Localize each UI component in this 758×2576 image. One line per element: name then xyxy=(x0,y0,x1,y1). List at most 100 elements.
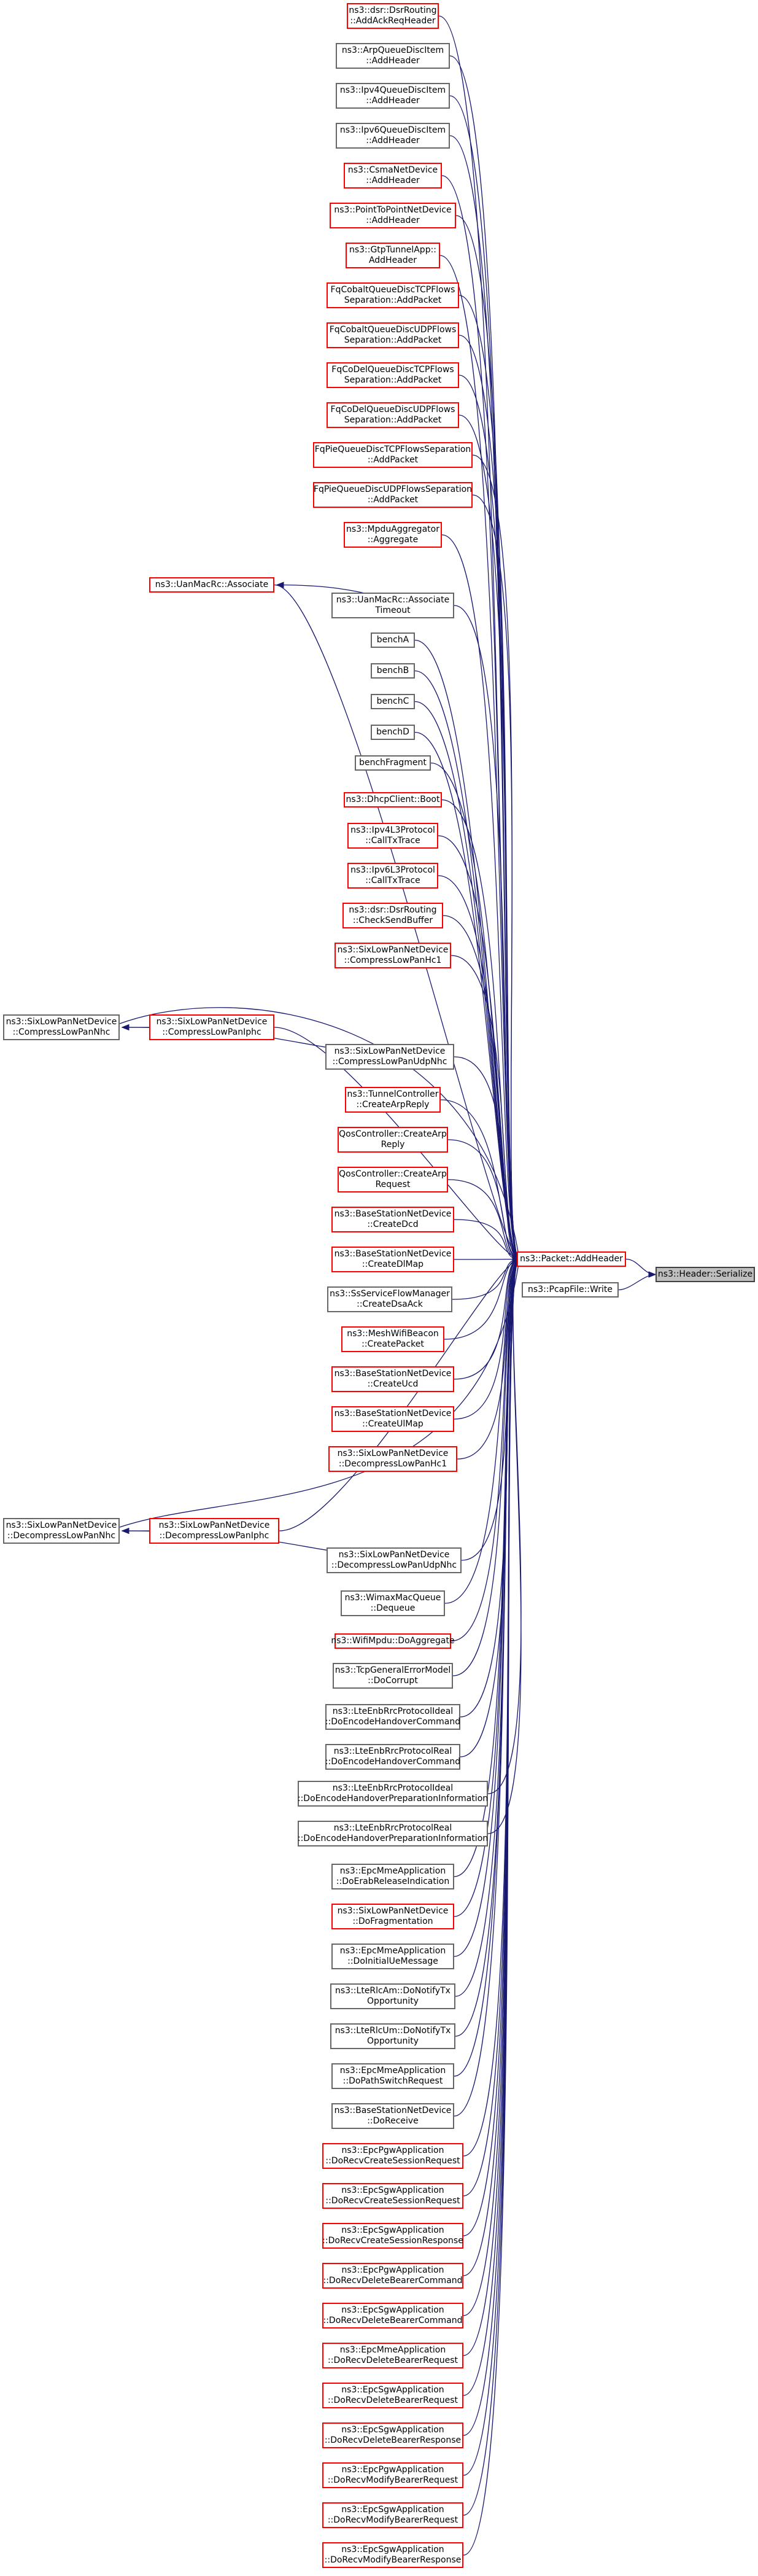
call-edge xyxy=(119,1007,522,1260)
node-label: ns3::TunnelController xyxy=(347,1089,439,1099)
graph-node[interactable]: ns3::Ipv4QueueDiscItem::AddHeader xyxy=(336,83,450,109)
graph-node[interactable]: ns3::UanMacRc::Associate xyxy=(149,577,274,593)
graph-node[interactable]: FqPieQueueDiscUDPFlowsSeparation::AddPac… xyxy=(313,482,473,508)
graph-node[interactable]: ns3::EpcSgwApplication::DoRecvDeleteBear… xyxy=(322,2422,463,2448)
node-label: ns3::Ipv6QueueDiscItem xyxy=(339,125,446,135)
graph-node[interactable]: ns3::EpcPgwApplication::DoRecvCreateSess… xyxy=(322,2143,463,2169)
graph-node[interactable]: ns3::EpcMmeApplication::DoErabReleaseInd… xyxy=(331,1864,454,1889)
node-label: ns3::EpcPgwApplication xyxy=(341,2465,444,2475)
node-label: benchC xyxy=(376,696,409,706)
node-label: ::Aggregate xyxy=(367,535,419,545)
graph-node[interactable]: ns3::EpcMmeApplication::DoRecvDeleteBear… xyxy=(322,2343,463,2368)
node-label: ::DoFragmentation xyxy=(352,1916,433,1926)
graph-node[interactable]: benchA xyxy=(371,632,415,648)
graph-node[interactable]: benchC xyxy=(371,694,415,709)
graph-node[interactable]: ns3::BaseStationNetDevice::CreateDlMap xyxy=(331,1247,454,1272)
graph-node[interactable]: ns3::BaseStationNetDevice::CreateDcd xyxy=(331,1207,454,1232)
graph-node[interactable]: benchFragment xyxy=(355,755,431,771)
graph-node[interactable]: ns3::SixLowPanNetDevice::DecompressLowPa… xyxy=(327,1547,462,1573)
graph-node[interactable]: ns3::Ipv6L3Protocol::CallTxTrace xyxy=(347,863,438,889)
node-label: Separation::AddPacket xyxy=(344,295,442,305)
node-label: FqCobaltQueueDiscUDPFlows xyxy=(329,325,457,335)
graph-node[interactable]: ns3::EpcMmeApplication::DoInitialUeMessa… xyxy=(331,1944,454,1969)
graph-node[interactable]: ns3::dsr::DsrRouting::CheckSendBuffer xyxy=(342,903,443,928)
node-label: ns3::LteRlcAm::DoNotifyTx xyxy=(335,1986,451,1996)
graph-node[interactable]: ns3::EpcSgwApplication::DoRecvModifyBear… xyxy=(322,2542,463,2568)
graph-node[interactable]: ns3::dsr::DsrRouting::AddAckReqHeader xyxy=(347,3,439,29)
graph-node[interactable]: ns3::BaseStationNetDevice::DoReceive xyxy=(331,2103,454,2129)
graph-node[interactable]: ns3::PointToPointNetDevice::AddHeader xyxy=(330,203,456,228)
graph-node[interactable]: FqPieQueueDiscTCPFlowsSeparation::AddPac… xyxy=(313,442,473,468)
graph-node[interactable]: ns3::SixLowPanNetDevice::DecompressLowPa… xyxy=(3,1518,120,1544)
node-label: ns3::BaseStationNetDevice xyxy=(334,1409,452,1418)
graph-node[interactable]: ns3::MeshWifiBeacon::CreatePacket xyxy=(341,1326,444,1352)
graph-node[interactable]: ns3::SixLowPanNetDevice::CompressLowPanU… xyxy=(325,1044,454,1070)
graph-node[interactable]: ns3::EpcSgwApplication::DoRecvCreateSess… xyxy=(322,2223,463,2249)
graph-node[interactable]: ns3::LteEnbRrcProtocolIdeal::DoEncodeHan… xyxy=(298,1781,488,1807)
graph-node[interactable]: ns3::TunnelController::CreateArpReply xyxy=(345,1087,441,1113)
graph-node[interactable]: benchD xyxy=(371,725,415,740)
node-label: ::DecompressLowPanIphc xyxy=(159,1531,269,1541)
node-label: ::DoEncodeHandoverCommand xyxy=(325,1757,461,1767)
node-label: ns3::BaseStationNetDevice xyxy=(334,1249,452,1259)
graph-node[interactable]: ns3::LteEnbRrcProtocolIdeal::DoEncodeHan… xyxy=(325,1704,460,1730)
node-label: ns3::LteEnbRrcProtocolReal xyxy=(333,1823,452,1833)
node-label: ::DoReceive xyxy=(367,2116,419,2126)
node-label: Separation::AddPacket xyxy=(344,335,442,345)
graph-node[interactable]: ns3::Ipv4L3Protocol::CallTxTrace xyxy=(347,823,438,849)
graph-node[interactable]: ns3::PcapFile::Write xyxy=(522,1282,619,1298)
graph-node[interactable]: ns3::EpcPgwApplication::DoRecvModifyBear… xyxy=(322,2462,463,2488)
graph-node[interactable]: ns3::WimaxMacQueue::Dequeue xyxy=(341,1590,445,1616)
node-label: ::DecompressLowPanHc1 xyxy=(338,1459,447,1469)
graph-node[interactable]: ns3::BaseStationNetDevice::CreateUcd xyxy=(331,1366,454,1392)
node-label: ns3::dsr::DsrRouting xyxy=(349,905,437,915)
graph-node[interactable]: ns3::SsServiceFlowManager::CreateDsaAck xyxy=(327,1286,452,1312)
node-label: ns3::EpcSgwApplication xyxy=(341,2545,444,2555)
graph-node[interactable]: ns3::Ipv6QueueDiscItem::AddHeader xyxy=(336,123,450,149)
graph-node[interactable]: ns3::DhcpClient::Boot xyxy=(344,792,442,807)
graph-node[interactable]: ns3::BaseStationNetDevice::CreateUlMap xyxy=(331,1406,454,1432)
graph-node[interactable]: ns3::MpduAggregator::Aggregate xyxy=(344,522,442,548)
graph-node[interactable]: ns3::EpcPgwApplication::DoRecvDeleteBear… xyxy=(322,2263,463,2289)
graph-node[interactable]: benchB xyxy=(371,663,415,679)
node-label: ns3::CsmaNetDevice xyxy=(347,165,438,175)
graph-node[interactable]: ns3::SixLowPanNetDevice::DecompressLowPa… xyxy=(328,1446,457,1472)
graph-node[interactable]: ns3::LteEnbRrcProtocolReal::DoEncodeHand… xyxy=(325,1744,460,1770)
graph-node[interactable]: ns3::EpcSgwApplication::DoRecvDeleteBear… xyxy=(322,2303,463,2329)
graph-node[interactable]: ns3::CsmaNetDevice::AddHeader xyxy=(344,163,442,189)
graph-node[interactable]: ns3::SixLowPanNetDevice::CompressLowPanH… xyxy=(335,943,451,968)
graph-node[interactable]: ns3::SixLowPanNetDevice::CompressLowPanN… xyxy=(3,1014,120,1040)
graph-node[interactable]: ns3::TcpGeneralErrorModel::DoCorrupt xyxy=(333,1663,453,1689)
node-label: ns3::LteEnbRrcProtocolReal xyxy=(333,1746,452,1756)
graph-node[interactable]: ns3::EpcMmeApplication::DoPathSwitchRequ… xyxy=(331,2063,454,2089)
node-label: ::AddHeader xyxy=(366,96,420,106)
graph-node[interactable]: ns3::SixLowPanNetDevice::CompressLowPanI… xyxy=(149,1014,274,1040)
graph-node[interactable]: ns3::EpcSgwApplication::DoRecvCreateSess… xyxy=(322,2183,463,2209)
call-edge xyxy=(625,1258,657,1278)
graph-node[interactable]: ns3::ArpQueueDiscItem::AddHeader xyxy=(336,43,450,69)
node-label: ::DoEncodeHandoverCommand xyxy=(325,1717,461,1727)
node-label: ::AddHeader xyxy=(366,56,420,66)
node-label: ns3::SixLowPanNetDevice xyxy=(338,1550,450,1560)
graph-node[interactable]: ns3::GtpTunnelApp::AddHeader xyxy=(346,243,440,268)
node-label: ns3::EpcMmeApplication xyxy=(339,2066,446,2076)
graph-node[interactable]: ns3::SixLowPanNetDevice::DoFragmentation xyxy=(331,1904,454,1929)
graph-node[interactable]: ns3::EpcSgwApplication::DoRecvDeleteBear… xyxy=(322,2383,463,2408)
graph-node[interactable]: ns3::EpcSgwApplication::DoRecvModifyBear… xyxy=(322,2502,463,2528)
graph-node[interactable]: ns3::LteEnbRrcProtocolReal::DoEncodeHand… xyxy=(298,1821,488,1846)
graph-node[interactable]: ns3::WifiMpdu::DoAggregate xyxy=(331,1633,455,1649)
node-label: ::DoEncodeHandoverPreparationInformation xyxy=(297,1834,489,1843)
node-label: ::CreateArpReply xyxy=(356,1100,430,1110)
graph-node[interactable]: ns3::SixLowPanNetDevice::DecompressLowPa… xyxy=(149,1518,279,1544)
graph-node[interactable]: ns3::Packet::AddHeader xyxy=(517,1251,626,1267)
node-label: ::CallTxTrace xyxy=(365,836,420,846)
